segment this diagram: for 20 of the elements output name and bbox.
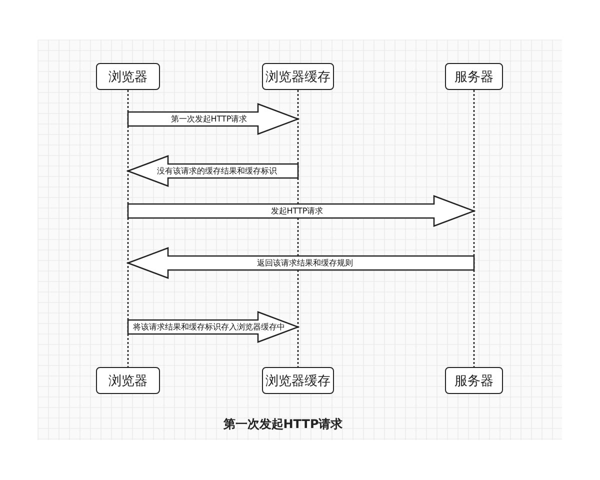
block-arrow — [126, 247, 475, 279]
actor-box: 服务器 — [445, 367, 503, 394]
actor-box: 浏览器 — [96, 367, 160, 394]
caption: 第一次发起HTTP请求 — [223, 416, 343, 433]
edge-label: 返回该请求结果和缓存规则 — [257, 258, 353, 268]
block-arrow — [127, 311, 300, 343]
actor-box: 浏览器缓存 — [262, 367, 334, 394]
edge-label: 将该请求结果和缓存标识存入浏览器缓存中 — [133, 322, 285, 332]
actor-box: 浏览器 — [96, 63, 160, 90]
block-arrow — [127, 195, 476, 227]
actor-box: 服务器 — [445, 63, 503, 90]
block-arrow — [126, 155, 299, 187]
block-arrow — [127, 103, 300, 135]
lifeline — [473, 90, 475, 367]
lifeline — [297, 90, 299, 367]
edge-label: 第一次发起HTTP请求 — [170, 114, 248, 124]
edge-label: 没有该请求的缓存结果和缓存标识 — [157, 166, 277, 176]
lifeline — [127, 90, 129, 367]
edge-label: 发起HTTP请求 — [270, 206, 324, 216]
actor-box: 浏览器缓存 — [262, 63, 334, 90]
